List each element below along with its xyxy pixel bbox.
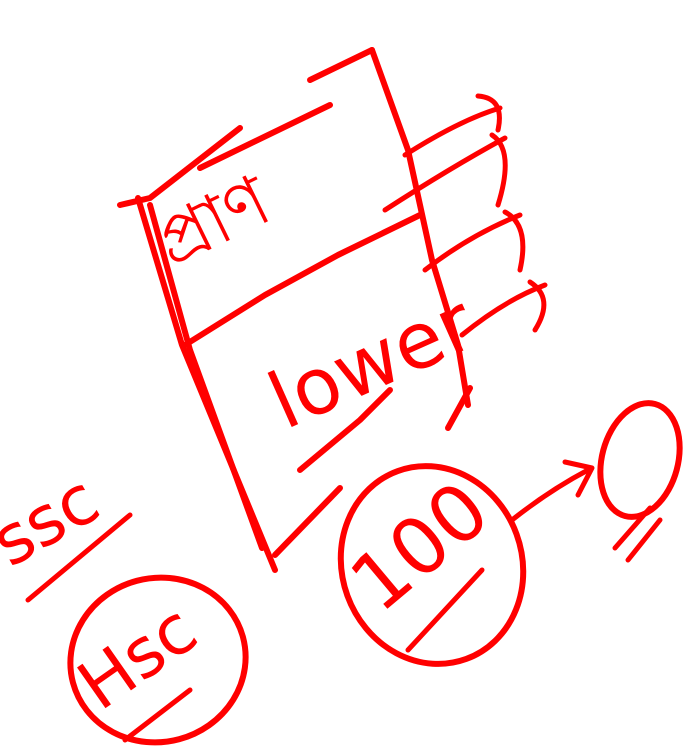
score-circle (337, 463, 527, 667)
book-top-edge (117, 125, 243, 208)
arrow-2 (382, 135, 508, 213)
arrow-3-head (502, 209, 526, 273)
score-underline (405, 567, 485, 653)
book-right-edge (369, 47, 471, 408)
hsc-underline (122, 687, 193, 743)
hsc-circle (67, 574, 249, 746)
arrow-1 (402, 105, 503, 158)
book-upper-ridge (307, 47, 375, 83)
result-arrow-shaft (509, 467, 591, 523)
arrow-3 (422, 212, 523, 273)
zero-underline-1 (612, 505, 653, 551)
ssc-underline (25, 512, 133, 603)
arrow-1-head (475, 93, 502, 133)
zero-group (597, 400, 683, 563)
hsc-circle-group: Hsc (64, 574, 249, 746)
book-divider-line (182, 212, 423, 348)
book-bottom-edge (272, 485, 343, 558)
ink-layer: প্রাণ lower ssc Hsc 100 (0, 47, 683, 746)
book-top-slant (197, 102, 333, 171)
book-lower-line (297, 387, 393, 473)
result-arrow-head (562, 459, 595, 498)
arrow-4-head (527, 279, 547, 333)
score-circle-group: 100 (334, 463, 527, 667)
zero-underline-2 (625, 517, 663, 563)
zero-circle (597, 400, 683, 520)
score-label: 100 (334, 465, 506, 630)
book-sketch (117, 47, 473, 573)
book-left-inner-edge (147, 202, 265, 551)
ssc-label: ssc (0, 460, 112, 583)
result-arrow (509, 459, 595, 523)
panel-arrows (382, 93, 548, 338)
arrow-4 (459, 282, 548, 338)
arrow-2-head (489, 132, 508, 208)
book-base (445, 385, 473, 431)
